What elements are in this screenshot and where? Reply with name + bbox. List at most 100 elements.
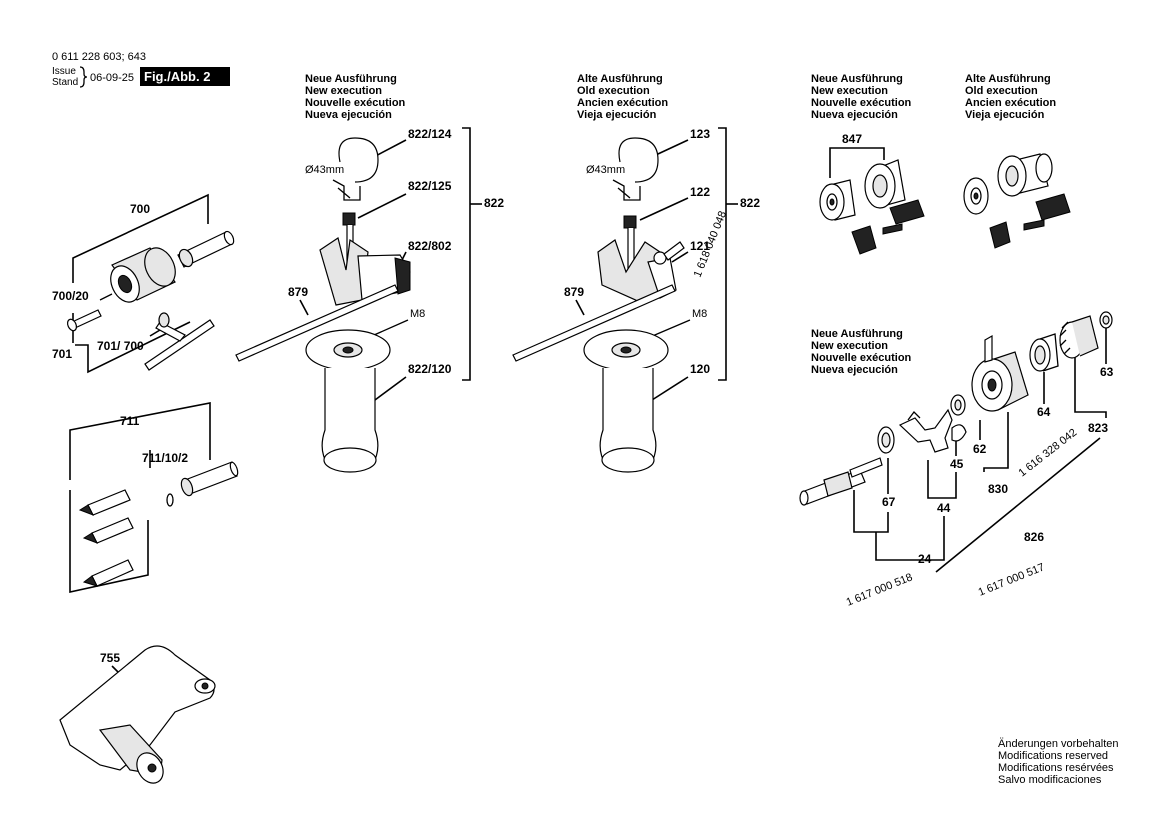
order-number-823: 1 616 328 042 <box>1016 427 1079 480</box>
label-830: 830 <box>988 482 1008 496</box>
label-24: 24 <box>918 552 932 566</box>
heading-old-handle: Alte Ausführung Old execution Ancien exé… <box>577 73 668 121</box>
label-121: 121 <box>690 239 710 253</box>
svg-text:Alte Ausführung: Alte Ausführung <box>965 73 1051 85</box>
label-62: 62 <box>973 442 987 456</box>
bracket-822 <box>462 127 471 381</box>
svg-text:Ancien exécution: Ancien exécution <box>965 97 1056 109</box>
bracket-44 <box>927 460 957 499</box>
header: 0 611 228 603; 643 Issue Stand 06-09-25 … <box>52 51 230 88</box>
label-879-old: 879 <box>564 285 584 299</box>
label-45: 45 <box>950 457 964 471</box>
svg-text:New execution: New execution <box>305 85 382 97</box>
ball-bearing-830 <box>971 334 1029 412</box>
label-822-802: 822/802 <box>408 239 452 253</box>
label-m8-new: M8 <box>410 308 425 320</box>
bracket-826 <box>935 437 1101 573</box>
spring-45 <box>951 424 967 442</box>
handle-body-old <box>597 239 685 303</box>
label-826: 826 <box>1024 530 1044 544</box>
grip-new <box>305 329 391 473</box>
label-63: 63 <box>1100 365 1114 379</box>
new-aux-handle-group: 822/124 822/125 822/802 822 822/120 879 … <box>235 127 504 473</box>
heading-new-handle: Neue Ausführung New execution Nouvelle e… <box>305 73 406 121</box>
seal-old <box>989 193 1071 249</box>
label-m8-old: M8 <box>692 308 707 320</box>
bracket-24 <box>875 516 945 561</box>
washer-67 <box>877 426 895 454</box>
screwdriver-bit-2 <box>82 517 134 544</box>
label-823: 823 <box>1088 421 1108 435</box>
label-120: 120 <box>690 362 710 376</box>
svg-text:Vieja ejecución: Vieja ejecución <box>577 109 657 121</box>
label-diameter-new: Ø43mm <box>305 164 344 176</box>
bracket-bits <box>69 490 149 593</box>
svg-text:Nouvelle exécution: Nouvelle exécution <box>811 97 912 109</box>
issue-brace <box>79 66 88 88</box>
label-822-120: 822/120 <box>408 362 452 376</box>
issue-date: 06-09-25 <box>90 72 134 84</box>
spindle-shaft-rear <box>849 457 883 478</box>
ring-62 <box>950 394 966 416</box>
label-822-124: 822/124 <box>408 127 452 141</box>
sds-adapter <box>177 230 235 268</box>
bearing-ring-small-old <box>963 177 989 215</box>
svg-text:New execution: New execution <box>811 85 888 97</box>
svg-text:Old execution: Old execution <box>577 85 650 97</box>
tensioning-bolt <box>342 212 356 271</box>
svg-text:Alte Ausführung: Alte Ausführung <box>577 73 663 85</box>
issue-label: Issue <box>52 66 76 77</box>
heading-old-bearing: Alte Ausführung Old execution Ancien exé… <box>965 73 1056 121</box>
label-711: 711 <box>120 414 140 428</box>
svg-text:Nueva ejecución: Nueva ejecución <box>811 109 898 121</box>
bits-group: 711 711/10/2 <box>69 402 239 593</box>
label-822: 822 <box>484 196 504 210</box>
seal-new <box>851 199 925 255</box>
bracket-711 <box>69 402 211 480</box>
svg-text:Nueva ejecución: Nueva ejecución <box>811 364 898 376</box>
label-711-10-2: 711/10/2 <box>142 451 188 465</box>
bearing-ring-small-new <box>819 179 856 221</box>
label-700-20: 700/20 <box>52 289 89 303</box>
label-701: 701 <box>52 347 72 361</box>
clamp-band-old <box>612 137 659 201</box>
order-number-826: 1 617 000 517 <box>977 561 1047 598</box>
clamp-band <box>332 137 379 201</box>
doc-number: 0 611 228 603; 643 <box>52 51 146 63</box>
label-diameter-old: Ø43mm <box>586 164 625 176</box>
order-number-24: 1 617 000 518 <box>845 571 915 608</box>
figure-label: Fig./Abb. 2 <box>144 69 210 84</box>
svg-text:Neue Ausführung: Neue Ausführung <box>811 328 903 340</box>
rights-en: Modifications reserved <box>998 750 1108 762</box>
lever-44 <box>898 408 953 453</box>
old-aux-handle-group: 123 122 121 822 1 618 040 048 120 879 Ø4… <box>512 127 760 473</box>
svg-text:Neue Ausführung: Neue Ausführung <box>811 73 903 85</box>
retaining-ring <box>166 493 174 507</box>
bit-holder <box>180 461 239 497</box>
bracket-701 <box>75 321 191 374</box>
needle-bearing-64 <box>1029 333 1059 372</box>
label-879: 879 <box>288 285 308 299</box>
bracket-847 <box>829 147 885 178</box>
heading-new-gear: Neue Ausführung New execution Nouvelle e… <box>811 328 912 376</box>
label-755: 755 <box>100 651 120 665</box>
grip-old <box>583 329 669 473</box>
label-123: 123 <box>690 127 710 141</box>
svg-text:Nouvelle exécution: Nouvelle exécution <box>305 97 406 109</box>
bracket-700 <box>72 193 209 283</box>
label-701-700: 701/ 700 <box>97 339 144 353</box>
svg-text:Neue Ausführung: Neue Ausführung <box>305 73 397 85</box>
svg-text:Vieja ejecución: Vieja ejecución <box>965 109 1045 121</box>
rights-fr: Modifications resérvées <box>998 762 1114 774</box>
bearing-new-group: 847 <box>819 132 925 255</box>
label-700: 700 <box>130 202 150 216</box>
bracket-830 <box>983 412 1009 472</box>
spindle-shaft <box>799 469 866 506</box>
screwdriver-bit-1 <box>78 489 131 516</box>
stand-label: Stand <box>52 77 78 88</box>
label-44: 44 <box>937 501 951 515</box>
label-847: 847 <box>842 132 862 146</box>
rights-es: Salvo modificaciones <box>998 774 1102 786</box>
